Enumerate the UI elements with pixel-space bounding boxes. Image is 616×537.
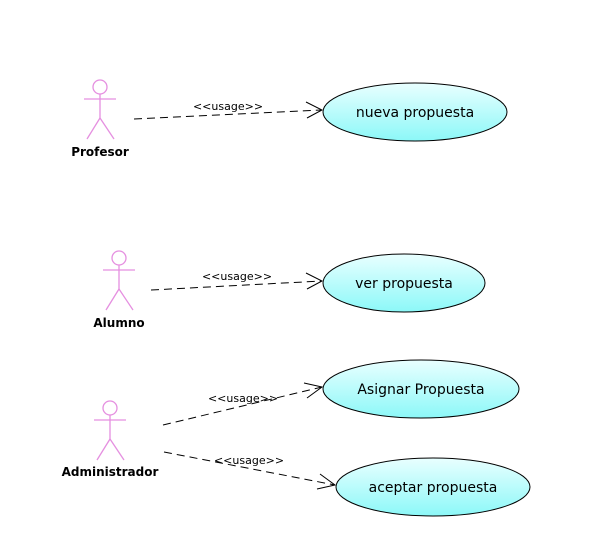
dashed-connector (150, 280, 323, 291)
actor-label: Administrador (62, 465, 159, 479)
open-arrowhead-icon (305, 272, 324, 290)
stereotype-label: <<usage>> (202, 270, 272, 283)
usecase-label: aceptar propuesta (369, 480, 498, 496)
actor-label: Profesor (71, 145, 129, 159)
actor-label: Alumno (93, 316, 144, 330)
relation-administrador-asignar-propuesta[interactable]: <<usage>> (162, 382, 324, 426)
usecase-label: Asignar Propuesta (357, 382, 484, 398)
usecase-label: nueva propuesta (356, 105, 474, 121)
actor-alumno[interactable]: Alumno (93, 250, 145, 330)
open-arrowhead-icon (303, 382, 324, 399)
open-arrowhead-icon (305, 101, 324, 119)
open-arrowhead-icon (316, 473, 337, 490)
relation-alumno-ver-propuesta[interactable]: <<usage>> (150, 270, 324, 291)
dashed-connector (163, 451, 336, 486)
stick-figure-icon (103, 250, 135, 311)
usecase-ellipse (322, 253, 486, 313)
usecase-label: ver propuesta (355, 276, 453, 292)
usecase-asignar-propuesta[interactable]: Asignar Propuesta (322, 359, 520, 419)
usecase-aceptar-propuesta[interactable]: aceptar propuesta (335, 457, 531, 517)
relation-profesor-nueva-propuesta[interactable]: <<usage>> (133, 100, 324, 120)
stereotype-label: <<usage>> (214, 454, 284, 467)
stereotype-label: <<usage>> (193, 100, 263, 113)
usecase-ver-propuesta[interactable]: ver propuesta (322, 253, 486, 313)
stick-figure-icon (94, 400, 126, 461)
stick-figure-icon (84, 79, 116, 140)
stereotype-label: <<usage>> (208, 392, 278, 405)
usecase-ellipse (322, 359, 520, 419)
usecase-ellipse (335, 457, 531, 517)
dashed-connector (133, 109, 323, 120)
usecase-nueva-propuesta[interactable]: nueva propuesta (322, 82, 508, 142)
actor-administrador[interactable]: Administrador (62, 400, 159, 479)
usecase-ellipse (322, 82, 508, 142)
dashed-connector (162, 386, 323, 426)
relation-administrador-aceptar-propuesta[interactable]: <<usage>> (163, 451, 337, 490)
actor-profesor[interactable]: Profesor (71, 79, 129, 159)
